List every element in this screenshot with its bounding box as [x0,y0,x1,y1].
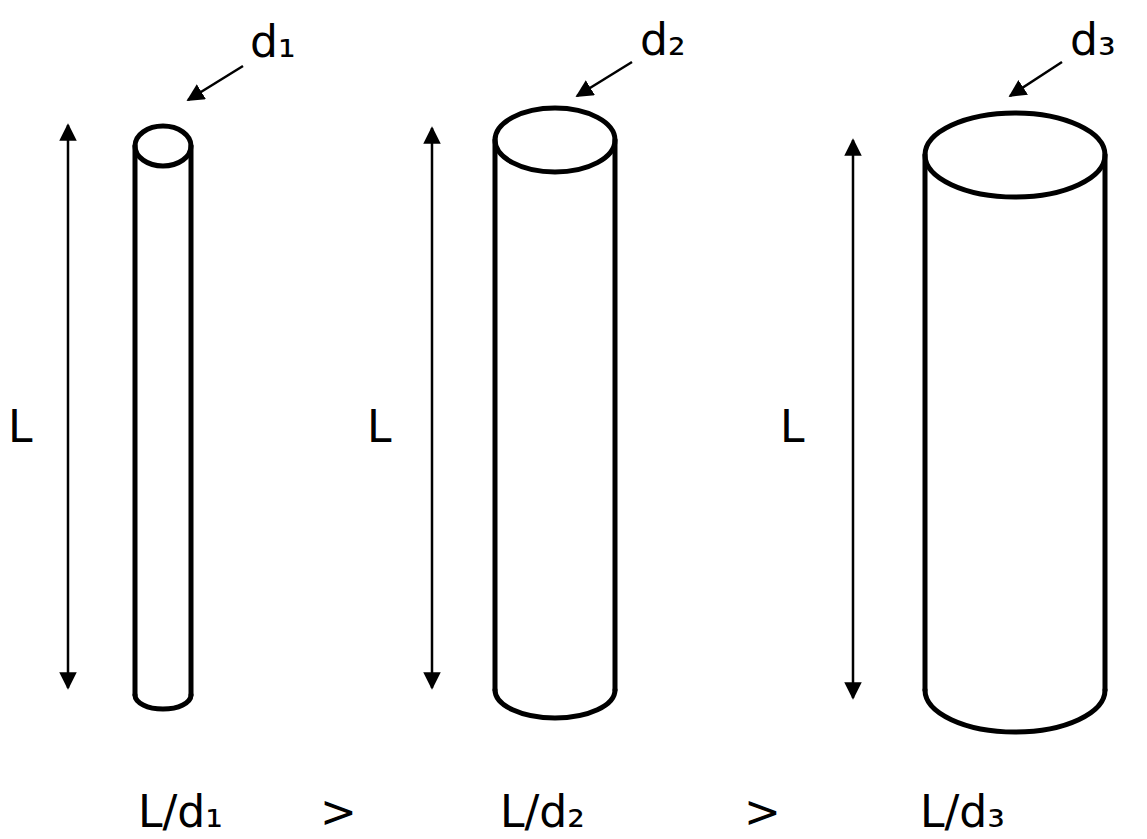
leader-arrow [577,62,632,96]
medium-cylinder [495,108,615,718]
wide-cylinder [925,113,1105,732]
ratio-label: L/d₂ [500,790,585,834]
length-label: L [780,405,805,449]
diameter-label: d₁ [250,20,296,64]
diameter-label: d₂ [640,18,686,62]
length-label: L [367,405,392,449]
length-arrow [67,125,70,688]
length-arrow [852,140,855,698]
diameter-label: d₃ [1070,18,1116,62]
ratio-label: L/d₁ [138,790,223,834]
comparison-sign: > [320,790,357,834]
length-label: L [8,405,33,449]
length-arrow [431,128,434,688]
ratio-label: L/d₃ [920,790,1005,834]
leader-arrow [188,66,243,100]
comparison-sign: > [744,790,781,834]
leader-arrow [1010,62,1062,96]
thin-cylinder [135,126,191,709]
